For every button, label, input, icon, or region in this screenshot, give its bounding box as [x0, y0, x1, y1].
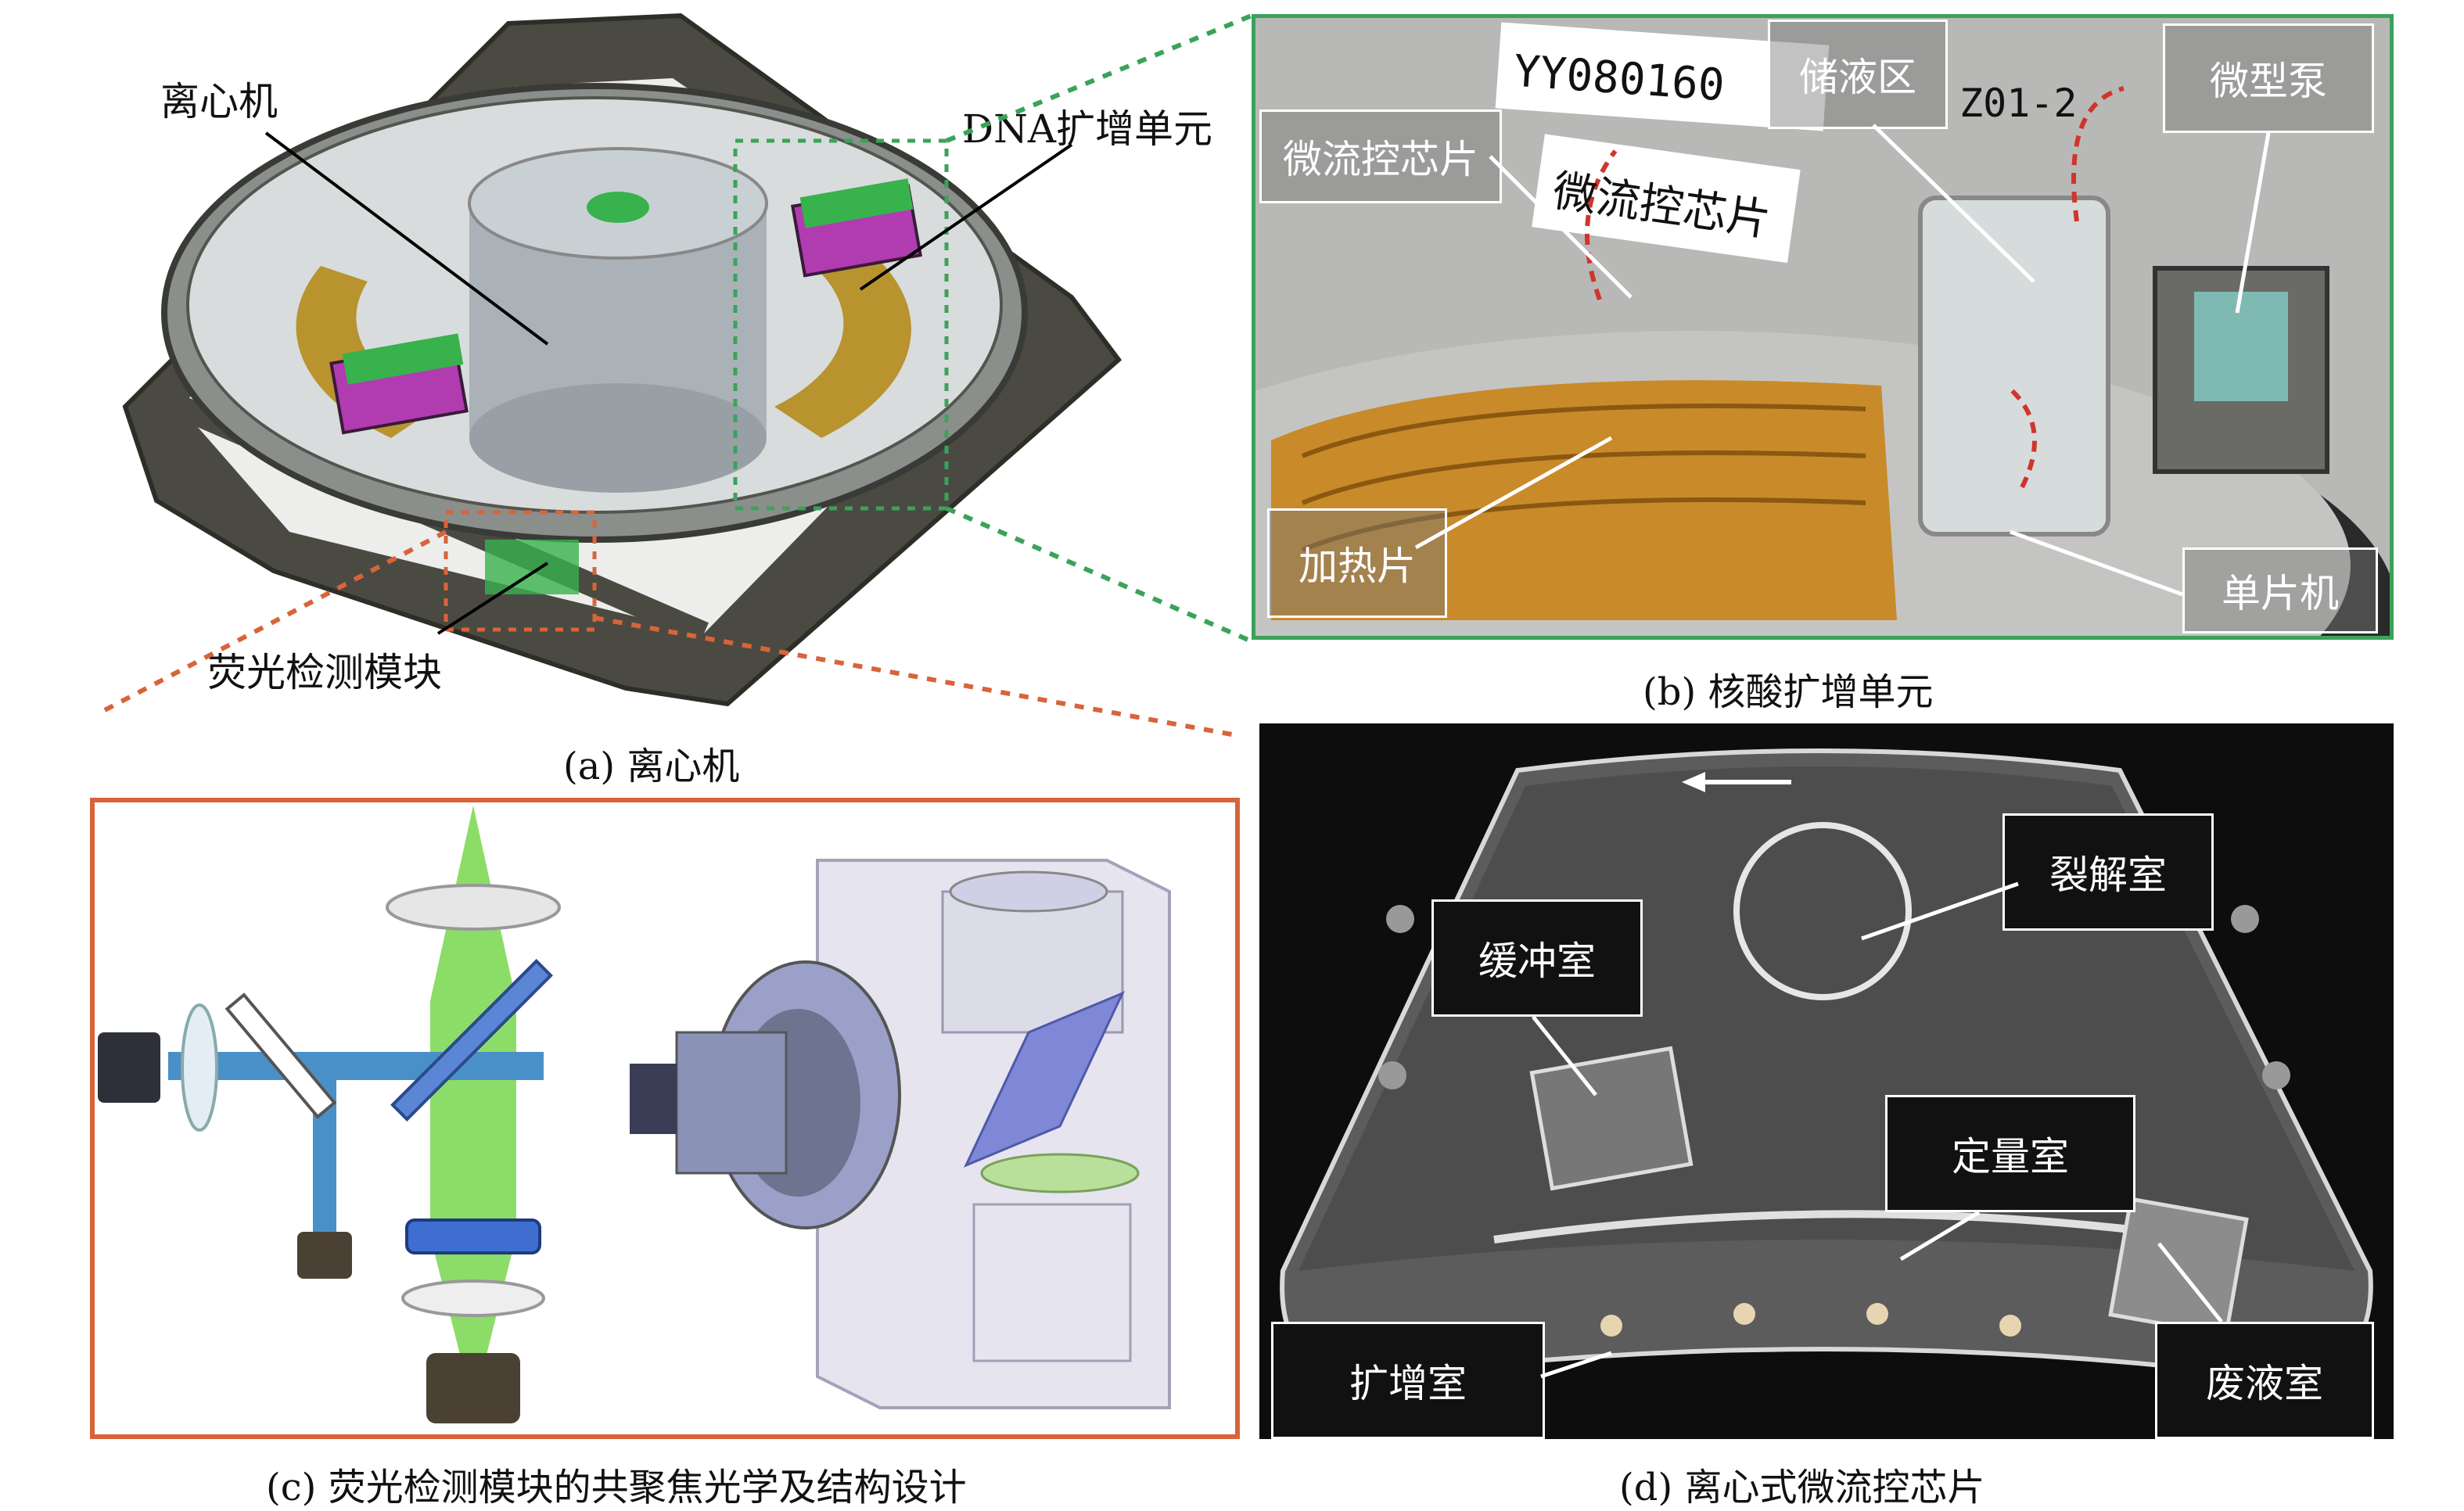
caption-d: (d) 离心式微流控芯片: [1619, 1466, 1985, 1509]
label-buffer: 缓冲室: [1431, 899, 1643, 1017]
label-centrifuge: 离心机: [160, 79, 278, 124]
structure-render: [630, 859, 1171, 1409]
caption-c: (c) 荧光检测模块的共聚焦光学及结构设计: [266, 1466, 967, 1509]
label-waste: 废液室: [2155, 1322, 2374, 1439]
label-metering: 定量室: [1885, 1095, 2135, 1212]
caption-b: (b) 核酸扩增单元: [1643, 670, 1934, 714]
optics-schematic: [98, 806, 561, 1423]
label-pump: 微型泵: [2163, 23, 2374, 133]
label-lysis: 裂解室: [2002, 813, 2214, 931]
sticker-z: Z01-2: [1959, 81, 2078, 126]
caption-a: (a) 离心机: [563, 745, 740, 788]
label-heater: 加热片: [1267, 508, 1447, 618]
label-dna-unit: DNA扩增单元: [962, 106, 1212, 152]
label-fluor-module: 荧光检测模块: [207, 650, 442, 695]
label-amplify: 扩增室: [1271, 1322, 1545, 1439]
label-chip-top: 微流控芯片: [1259, 109, 1502, 203]
label-mcu: 单片机: [2182, 547, 2378, 633]
label-reservoir: 储液区: [1768, 20, 1948, 129]
